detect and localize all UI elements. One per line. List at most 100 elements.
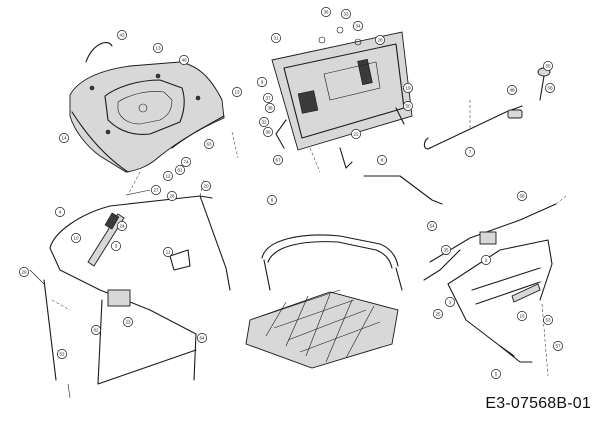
callout-number: 10 — [73, 236, 79, 241]
part-callout: 2 — [481, 255, 491, 265]
seat-grid-lines — [261, 289, 381, 363]
frame-rail-mid — [49, 247, 197, 335]
part-callout: 3 — [111, 241, 121, 251]
part-callout: 15 — [517, 311, 527, 321]
callout-bubble — [204, 139, 214, 149]
callout-number: 36 — [323, 10, 329, 15]
part-callout: 50 — [403, 101, 413, 111]
part-callout: 74 — [181, 157, 191, 167]
part-callout: 32 — [259, 117, 269, 127]
callout-number: 64 — [199, 336, 205, 341]
part-callout: 58 — [517, 191, 527, 201]
hood-fuel-cap-hole — [138, 103, 148, 113]
callout-number: 8 — [381, 158, 384, 163]
callout-number: 55 — [545, 64, 551, 69]
callout-bubble — [465, 147, 475, 157]
callout-number: 35 — [443, 248, 449, 253]
callout-bubble — [263, 127, 273, 137]
frame-cross-bar — [97, 349, 197, 385]
part-callout: 63 — [204, 139, 214, 149]
part-callout: 35 — [441, 245, 451, 255]
callout-number: 56 — [547, 86, 553, 91]
callout-number: 6 — [271, 198, 274, 203]
shift-rod-bend — [423, 137, 431, 150]
lift-pedal-link — [499, 345, 533, 363]
shift-rod-assembly — [423, 67, 551, 150]
callout-bubble — [232, 87, 242, 97]
part-callout: 19 — [403, 83, 413, 93]
callout-bubble — [267, 195, 277, 205]
part-callout: 38 — [265, 103, 275, 113]
callout-number: 2 — [485, 258, 488, 263]
callout-number: 28 — [377, 38, 383, 43]
callout-number: 52 — [59, 352, 65, 357]
callout-number: 5 — [495, 372, 498, 377]
callout-bubble — [59, 133, 69, 143]
hood-lower-lip — [71, 111, 225, 173]
throttle-lever — [339, 147, 353, 169]
part-callout: 53 — [543, 315, 553, 325]
drawing-code: E3-07568B-01 — [485, 395, 591, 412]
callout-number: 9 — [261, 80, 264, 85]
callout-bubble — [273, 155, 283, 165]
part-callout: 62 — [91, 325, 101, 335]
part-callout: 40 — [179, 55, 189, 65]
callout-number: 40 — [181, 58, 187, 63]
part-callout: 52 — [57, 349, 67, 359]
callout-bubble — [507, 85, 517, 95]
hood-grommet — [89, 85, 95, 91]
callout-number: 53 — [545, 318, 551, 323]
callout-bubble — [163, 247, 173, 257]
lift-spring — [511, 283, 541, 303]
callout-bubble — [481, 255, 491, 265]
callout-number: 48 — [509, 88, 515, 93]
callout-number: 19 — [405, 86, 411, 91]
part-callout: 48 — [507, 85, 517, 95]
leader-line — [541, 303, 549, 377]
part-callout: 55 — [543, 61, 553, 71]
callout-bubble — [517, 311, 527, 321]
seat-frame-assembly — [245, 234, 403, 369]
callout-number: 50 — [405, 104, 411, 109]
hood-bolt — [125, 189, 151, 196]
part-callout: 25 — [433, 309, 443, 319]
callout-number: 22 — [353, 132, 359, 137]
part-callout: 24 — [117, 221, 127, 231]
callout-bubble — [19, 267, 29, 277]
callout-bubble — [197, 333, 207, 343]
key-switch — [318, 36, 326, 44]
seat-frame-tube-inner — [267, 241, 393, 269]
callout-bubble — [181, 157, 191, 167]
hood-grommet — [105, 129, 111, 135]
callout-bubble — [153, 43, 163, 53]
part-callout: 27 — [151, 185, 161, 195]
part-callout: 10 — [71, 233, 81, 243]
callout-bubble — [403, 101, 413, 111]
callout-bubble — [271, 33, 281, 43]
callout-number: 54 — [429, 224, 435, 229]
callout-number: 24 — [119, 224, 125, 229]
engine-hood-assembly — [69, 42, 239, 196]
part-callout: 13 — [153, 43, 163, 53]
callout-bubble — [117, 221, 127, 231]
part-callout: 5 — [491, 369, 501, 379]
hood-top-panel — [104, 79, 185, 135]
part-callout: 1 — [445, 297, 455, 307]
callout-number: 15 — [519, 314, 525, 319]
callout-bubble — [257, 77, 267, 87]
part-callout: 22 — [351, 129, 361, 139]
part-callout: 39 — [263, 127, 273, 137]
callout-number: 33 — [343, 12, 349, 17]
callout-bubble — [259, 117, 269, 127]
callout-bubble — [167, 191, 177, 201]
part-callout: 54 — [427, 221, 437, 231]
callout-number: 34 — [355, 24, 361, 29]
callout-bubble — [71, 233, 81, 243]
part-callout: 13 — [232, 87, 242, 97]
callout-bubble — [55, 207, 65, 217]
callout-bubble — [201, 181, 211, 191]
callout-number: 42 — [119, 33, 125, 38]
callout-number: 3 — [115, 244, 118, 249]
